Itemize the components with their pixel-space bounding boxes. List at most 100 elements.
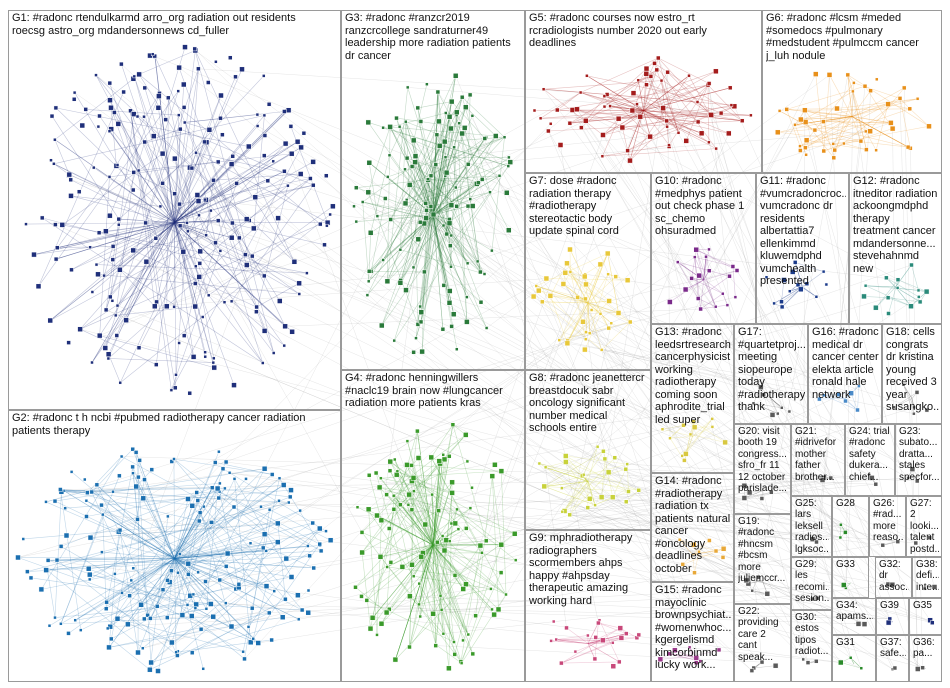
- cross-edge: [162, 479, 823, 590]
- edge: [174, 542, 251, 559]
- edge: [56, 222, 175, 260]
- nodes-g1: [24, 44, 336, 396]
- edge: [174, 545, 321, 559]
- edge: [465, 107, 497, 137]
- edge: [192, 598, 286, 653]
- edge: [393, 495, 455, 643]
- node: [435, 539, 440, 545]
- edge: [629, 75, 690, 161]
- edge: [174, 553, 228, 559]
- node: [375, 214, 380, 218]
- edge: [212, 487, 322, 552]
- edge: [903, 384, 913, 399]
- edge: [569, 106, 735, 124]
- node: [683, 138, 689, 144]
- edge: [565, 455, 629, 492]
- edge: [753, 403, 778, 414]
- node: [605, 469, 612, 476]
- edge: [692, 550, 717, 555]
- node: [306, 588, 311, 593]
- cross-edge: [226, 461, 883, 546]
- edge: [834, 98, 901, 151]
- edge: [544, 486, 596, 506]
- node: [402, 200, 409, 207]
- node: [654, 67, 660, 73]
- nodes-g19: [743, 574, 771, 597]
- node: [156, 93, 162, 99]
- edge: [64, 487, 213, 492]
- edge: [565, 455, 628, 465]
- edge: [418, 588, 491, 605]
- edge: [162, 75, 264, 184]
- node: [459, 130, 465, 137]
- cross-edge: [708, 83, 763, 663]
- edge: [604, 76, 652, 97]
- edge: [133, 250, 257, 308]
- edge: [794, 124, 861, 142]
- cross-edge: [121, 63, 763, 663]
- edge: [432, 214, 451, 246]
- edge: [413, 544, 434, 577]
- nodes-g22: [749, 659, 779, 673]
- node: [325, 223, 329, 228]
- cross-edge: [646, 68, 862, 669]
- edge: [456, 112, 483, 180]
- edge: [57, 184, 314, 248]
- node: [31, 251, 37, 258]
- group-label-g31: G31: [836, 637, 855, 648]
- edge: [382, 127, 509, 167]
- edge: [646, 73, 668, 127]
- edge: [174, 487, 213, 559]
- node: [267, 507, 272, 512]
- edge: [637, 80, 644, 111]
- edge: [643, 110, 712, 116]
- edge: [536, 285, 589, 304]
- edge: [865, 285, 896, 288]
- node: [173, 385, 178, 391]
- node: [150, 52, 155, 56]
- edge: [847, 74, 867, 150]
- group-label-g4: G4: #radonc henningwillers #naclc19 brai…: [345, 372, 503, 409]
- node: [210, 613, 216, 620]
- edge: [179, 553, 275, 592]
- edge: [540, 110, 644, 119]
- node: [407, 593, 413, 599]
- edge: [109, 131, 175, 223]
- node: [277, 499, 281, 503]
- node: [834, 105, 840, 112]
- node: [482, 272, 487, 276]
- node: [895, 277, 901, 282]
- node: [418, 614, 422, 619]
- edge: [432, 128, 452, 216]
- edge: [362, 166, 413, 203]
- group-box-g16: G16: #radonc medical dr cancer center el…: [808, 324, 882, 424]
- node: [265, 178, 271, 184]
- edge: [587, 481, 639, 491]
- edge: [432, 182, 479, 216]
- node: [430, 211, 437, 218]
- node: [379, 322, 385, 329]
- edge: [475, 476, 493, 616]
- node: [128, 108, 133, 114]
- edge: [667, 72, 698, 103]
- group-label-g39: G39: [880, 600, 899, 611]
- node: [683, 451, 689, 457]
- edge: [685, 279, 704, 290]
- edge: [390, 461, 458, 510]
- edge: [601, 321, 631, 351]
- edge: [108, 354, 121, 383]
- edge: [395, 544, 434, 660]
- nodes-g11: [764, 260, 829, 310]
- edge: [604, 95, 743, 122]
- edge: [703, 249, 710, 281]
- edge: [233, 506, 309, 547]
- group-label-g17: G17: #quartetproj... meeting siopeurope …: [738, 326, 805, 413]
- edge: [432, 138, 486, 216]
- edge: [432, 134, 438, 216]
- node: [262, 153, 267, 158]
- edge: [87, 483, 220, 494]
- edge: [786, 109, 853, 117]
- node: [97, 113, 102, 119]
- node: [626, 489, 631, 494]
- node: [917, 299, 923, 305]
